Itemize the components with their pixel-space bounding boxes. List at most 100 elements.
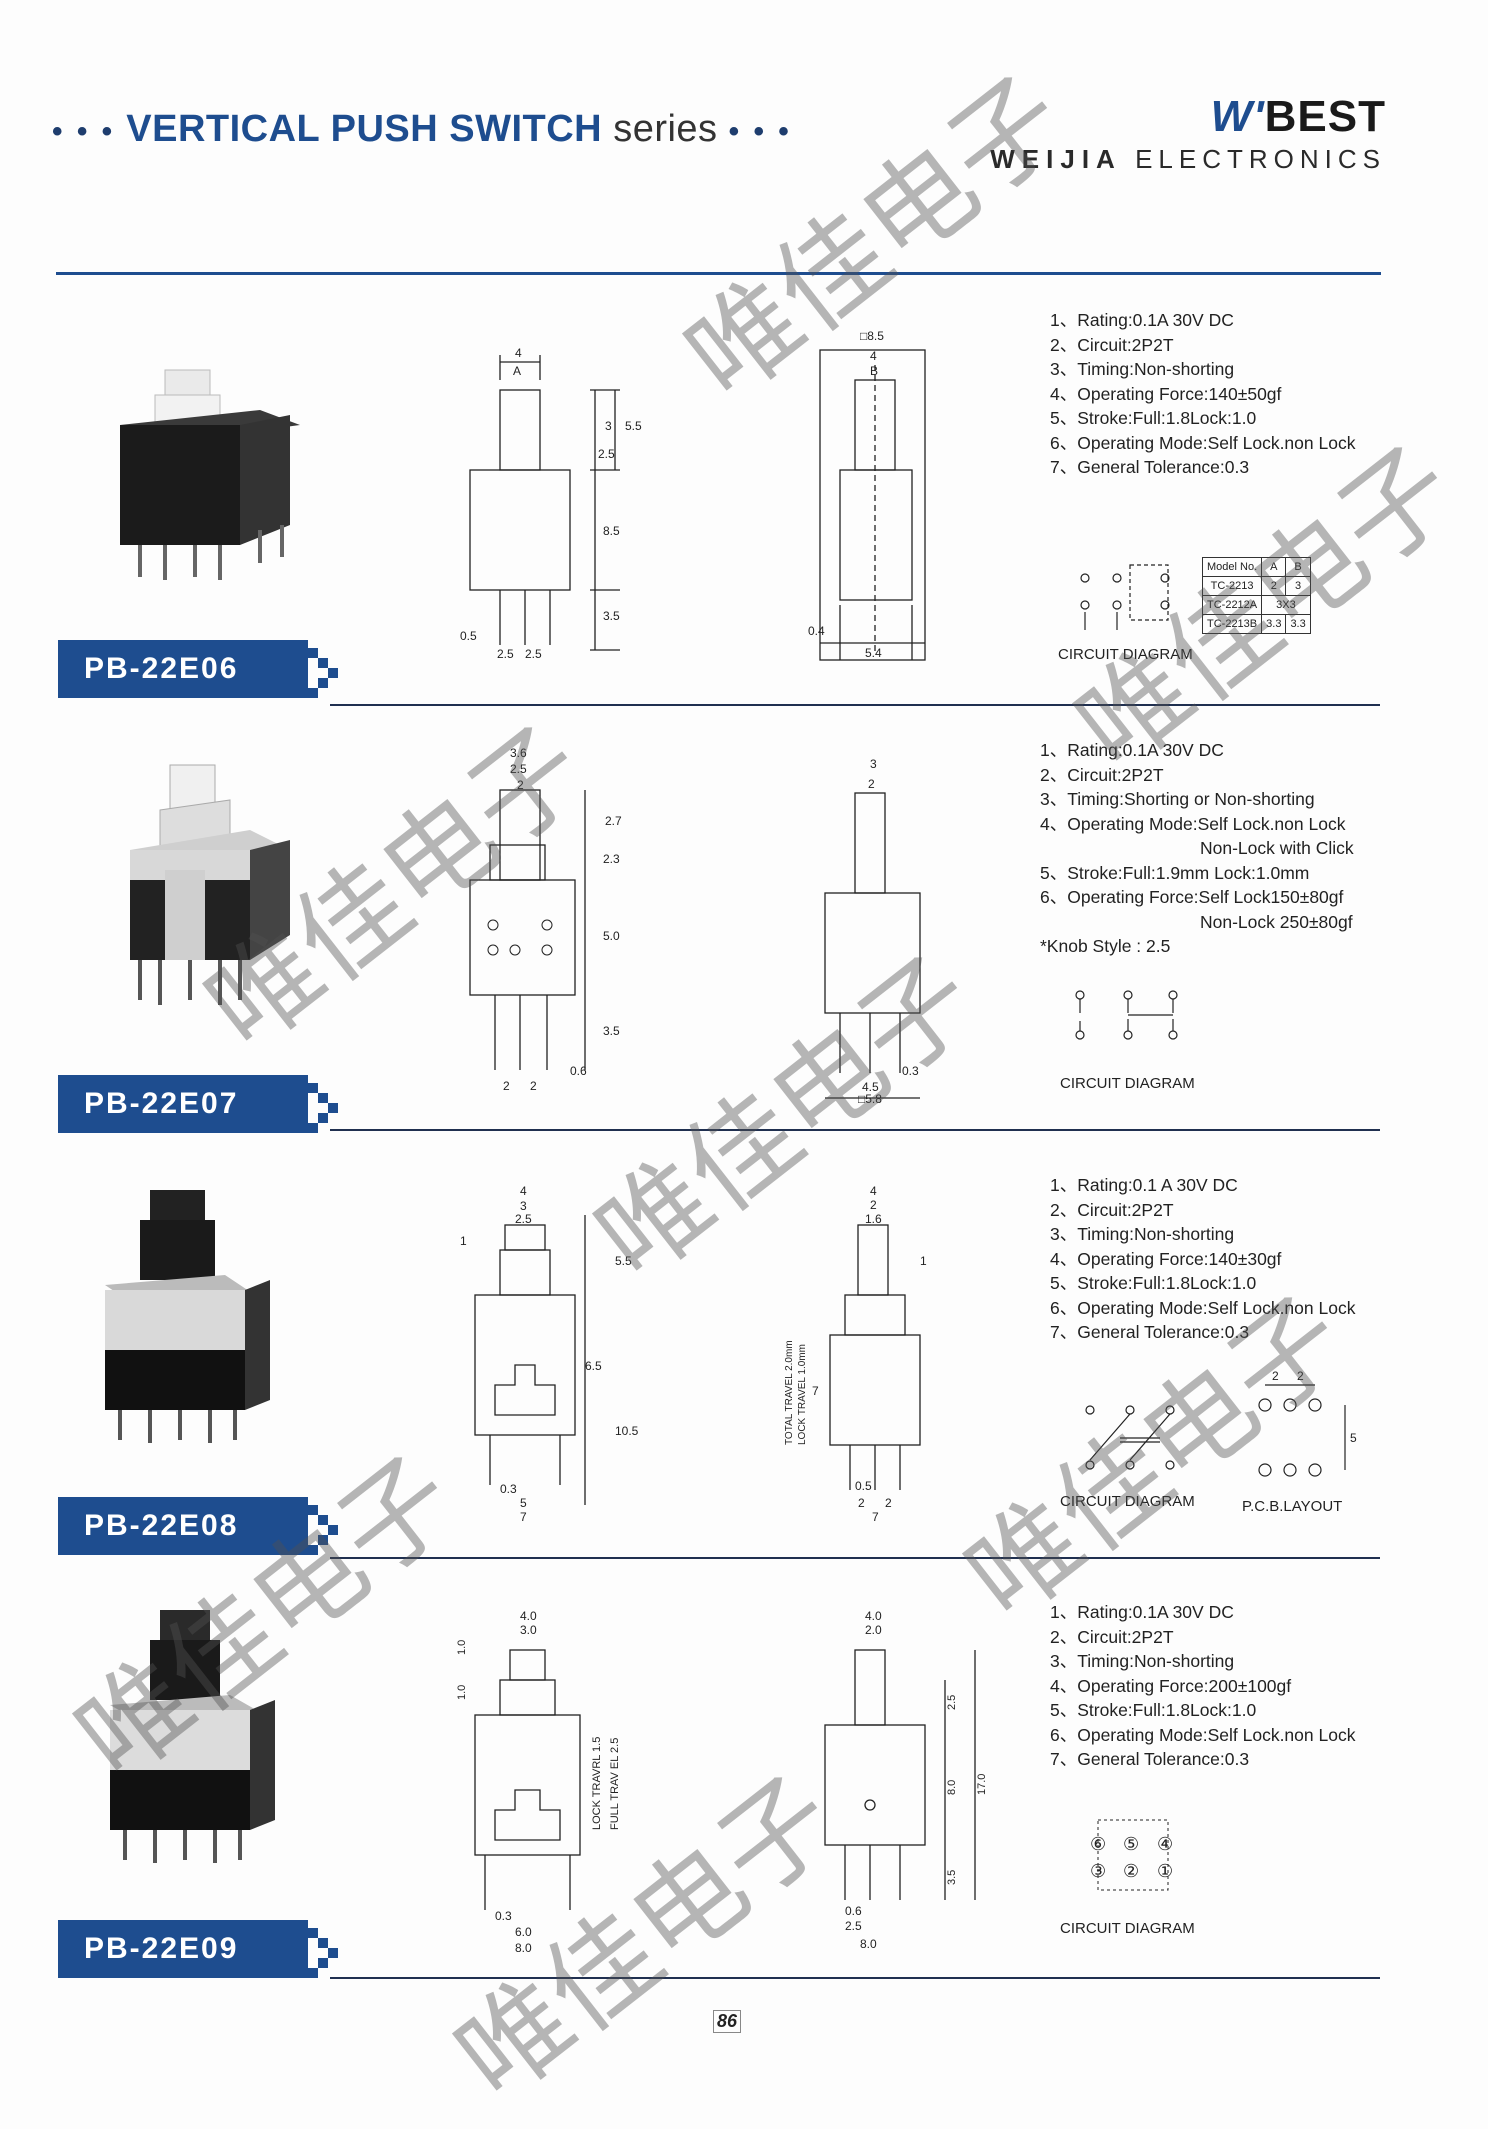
svg-text:2: 2 bbox=[868, 777, 875, 791]
side-view-drawing: □8.5 4 B 0.4 5.4 bbox=[808, 329, 926, 661]
header-divider bbox=[56, 272, 1381, 275]
front-view-drawing: 3.6 2.5 2 2.7 2.3 5.0 3.5 0.6 2 2 bbox=[469, 746, 622, 1093]
svg-text:6.0: 6.0 bbox=[515, 1925, 532, 1939]
badge-arrow-icon bbox=[308, 1083, 338, 1133]
switch-photo bbox=[120, 369, 300, 580]
title-dots-right: • • • bbox=[728, 115, 792, 148]
svg-text:5: 5 bbox=[520, 1496, 527, 1510]
section-divider bbox=[330, 1129, 1380, 1131]
svg-text:0.4: 0.4 bbox=[808, 624, 825, 638]
side-view-drawing: 4.0 2.0 2.5 8.0 17.0 3.5 0.6 2.5 8.0 bbox=[824, 1610, 988, 1951]
switch-photo bbox=[110, 1610, 275, 1863]
svg-text:2: 2 bbox=[503, 1079, 510, 1093]
product-section-pb-22e06: 4 A 3 5.5 2.5 8.5 3.5 0.5 2.5 2.5 □8.5 4… bbox=[0, 280, 1488, 706]
svg-text:1: 1 bbox=[460, 1234, 467, 1248]
svg-text:LOCK TRAVEL 1.0mm: LOCK TRAVEL 1.0mm bbox=[797, 1344, 808, 1445]
model-label: PB-22E08 bbox=[58, 1497, 308, 1555]
svg-text:2.5: 2.5 bbox=[525, 647, 542, 660]
brand-logo-block: W'BEST WEIJIA ELECTRONICS bbox=[966, 92, 1386, 175]
circuit-diagram bbox=[1075, 990, 1178, 1040]
brand-logo: W'BEST bbox=[1210, 92, 1386, 141]
svg-text:3.6: 3.6 bbox=[510, 746, 527, 760]
svg-text:0.5: 0.5 bbox=[855, 1479, 872, 1493]
title-dots-left: • • • bbox=[52, 115, 116, 148]
svg-text:2: 2 bbox=[858, 1496, 865, 1510]
model-label: PB-22E07 bbox=[58, 1075, 308, 1133]
svg-text:B: B bbox=[870, 364, 878, 378]
svg-text:1: 1 bbox=[920, 1254, 927, 1268]
circuit-diagram-caption: CIRCUIT DIAGRAM bbox=[1060, 1075, 1195, 1092]
svg-text:4: 4 bbox=[870, 1185, 877, 1198]
svg-text:⑥: ⑥ bbox=[1090, 1834, 1106, 1854]
circuit-diagram-caption: CIRCUIT DIAGRAM bbox=[1058, 646, 1193, 663]
svg-text:7: 7 bbox=[812, 1384, 819, 1398]
svg-text:3.5: 3.5 bbox=[603, 609, 620, 623]
svg-text:2: 2 bbox=[885, 1496, 892, 1510]
svg-text:A: A bbox=[513, 364, 521, 378]
svg-text:0.6: 0.6 bbox=[845, 1904, 862, 1918]
page-number: 86 bbox=[713, 2010, 742, 2033]
svg-text:0.3: 0.3 bbox=[902, 1064, 919, 1078]
svg-text:3.0: 3.0 bbox=[520, 1623, 537, 1637]
model-label: PB-22E09 bbox=[58, 1920, 308, 1978]
section-divider bbox=[330, 1977, 1380, 1979]
svg-text:5.5: 5.5 bbox=[625, 419, 642, 433]
svg-text:1.0: 1.0 bbox=[456, 1640, 468, 1655]
svg-text:3.5: 3.5 bbox=[946, 1870, 958, 1885]
product-section-pb-22e08: 4 3 2.5 1 5.5 6.5 10.5 0.3 5 7 4 2 1.6 1… bbox=[0, 1135, 1488, 1565]
svg-text:5.4: 5.4 bbox=[865, 646, 882, 660]
svg-text:2.5: 2.5 bbox=[845, 1919, 862, 1933]
svg-text:3: 3 bbox=[605, 419, 612, 433]
badge-arrow-icon bbox=[308, 1928, 338, 1978]
svg-text:②: ② bbox=[1123, 1861, 1139, 1881]
svg-text:4: 4 bbox=[515, 346, 522, 360]
section-divider bbox=[330, 704, 1380, 706]
svg-text:5: 5 bbox=[1350, 1431, 1357, 1445]
svg-text:2: 2 bbox=[1297, 1369, 1304, 1383]
brand-subtitle: WEIJIA ELECTRONICS bbox=[990, 144, 1386, 174]
svg-text:8.5: 8.5 bbox=[603, 524, 620, 538]
svg-text:7: 7 bbox=[520, 1510, 527, 1524]
badge-arrow-icon bbox=[308, 1505, 338, 1555]
circuit-diagram: ⑥ ⑤ ④ ③ ② ① bbox=[1090, 1819, 1173, 1891]
circuit-diagram bbox=[1080, 564, 1170, 630]
side-view-drawing: 3 2 0.3 4.5 □5.8 bbox=[824, 757, 921, 1103]
svg-text:5.0: 5.0 bbox=[603, 929, 620, 943]
svg-text:①: ① bbox=[1157, 1861, 1173, 1881]
svg-text:2: 2 bbox=[517, 778, 524, 792]
badge-arrow-icon bbox=[308, 648, 338, 698]
svg-text:2.5: 2.5 bbox=[946, 1695, 958, 1710]
svg-text:7: 7 bbox=[872, 1510, 879, 1524]
circuit-diagram-caption: CIRCUIT DIAGRAM bbox=[1060, 1493, 1195, 1510]
svg-text:2: 2 bbox=[1272, 1369, 1279, 1383]
title-series: series bbox=[613, 108, 718, 150]
svg-text:3: 3 bbox=[520, 1199, 527, 1213]
product-section-pb-22e09: 4.0 3.0 1.0 1.0 LOCK TRAVRL 1.5 FULL TRA… bbox=[0, 1565, 1488, 1985]
svg-text:1.6: 1.6 bbox=[865, 1212, 882, 1226]
circuit-diagram bbox=[1085, 1405, 1175, 1470]
svg-text:FULL TRAV EL 2.5: FULL TRAV EL 2.5 bbox=[609, 1738, 621, 1830]
svg-text:8.0: 8.0 bbox=[515, 1941, 532, 1955]
svg-text:17.0: 17.0 bbox=[976, 1774, 988, 1795]
pcb-layout-caption: P.C.B.LAYOUT bbox=[1242, 1498, 1343, 1515]
svg-text:4.0: 4.0 bbox=[865, 1610, 882, 1623]
model-label: PB-22E06 bbox=[58, 640, 308, 698]
svg-text:2.3: 2.3 bbox=[603, 852, 620, 866]
svg-text:□5.8: □5.8 bbox=[858, 1092, 882, 1103]
svg-text:0.3: 0.3 bbox=[495, 1909, 512, 1923]
svg-text:4.0: 4.0 bbox=[520, 1610, 537, 1623]
svg-text:0.5: 0.5 bbox=[460, 629, 477, 643]
svg-text:10.5: 10.5 bbox=[615, 1424, 639, 1438]
svg-text:0.3: 0.3 bbox=[500, 1482, 517, 1496]
svg-text:2.5: 2.5 bbox=[598, 447, 615, 461]
switch-photo bbox=[130, 764, 290, 1005]
page-header-title: • • • VERTICAL PUSH SWITCH series • • • bbox=[52, 108, 792, 151]
svg-text:2.7: 2.7 bbox=[605, 814, 622, 828]
svg-text:③: ③ bbox=[1090, 1861, 1106, 1881]
svg-text:LOCK TRAVRL 1.5: LOCK TRAVRL 1.5 bbox=[591, 1737, 603, 1830]
